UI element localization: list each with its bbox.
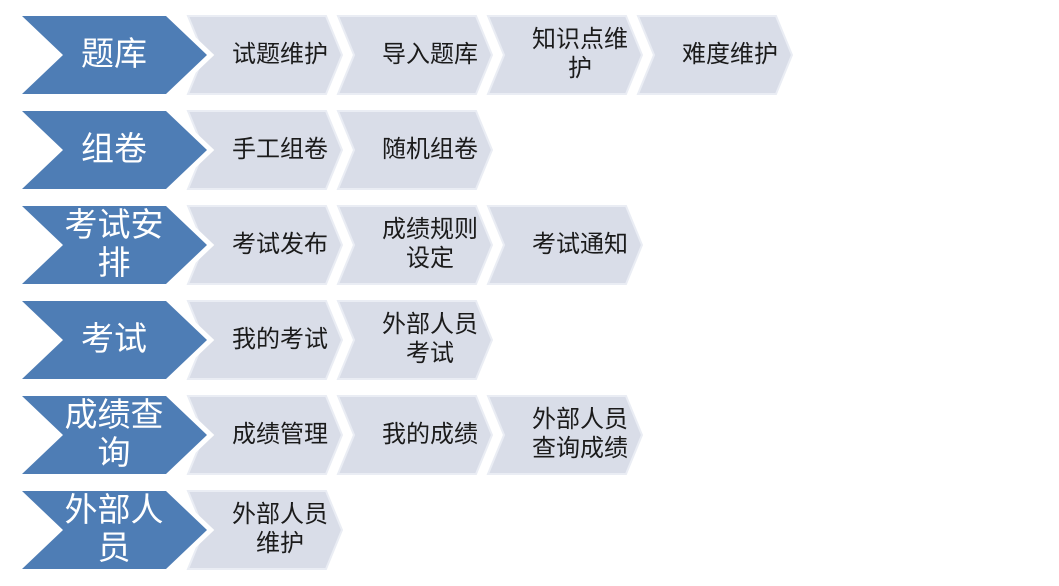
stage-chevron: [22, 111, 207, 189]
step-label: 外部人员查询成绩: [532, 407, 628, 462]
step-label: 手工组卷: [232, 136, 328, 163]
stage-label: 考试: [81, 322, 147, 358]
stage-chevron: [22, 301, 207, 379]
step-label: 外部人员维护: [232, 502, 328, 557]
stage-label: 外部人员: [64, 493, 164, 567]
stage-label: 考试安排: [64, 208, 164, 282]
step-chevron: [336, 205, 494, 285]
step-label: 试题维护: [232, 41, 328, 68]
step-chevron: [486, 395, 644, 475]
row-shapes: [9, 106, 498, 194]
stage-chevron: [22, 491, 207, 569]
process-row-exam-arrangement: 考试安排 考试发布 成绩规则设定 考试通知: [0, 201, 1059, 289]
step-chevron: [336, 15, 494, 95]
step-chevron: [486, 205, 644, 285]
stage-chevron: [22, 206, 207, 284]
step-chevron: [336, 300, 494, 380]
step-label: 导入题库: [382, 41, 478, 68]
step-chevron: [336, 395, 494, 475]
step-label: 成绩管理: [232, 421, 328, 448]
step-chevron: [486, 15, 644, 95]
process-row-score-query: 成绩查询 成绩管理 我的成绩 外部人员查询成绩: [0, 391, 1059, 479]
stage-label: 组卷: [81, 132, 147, 168]
step-label: 我的成绩: [382, 421, 478, 448]
step-label: 考试发布: [232, 231, 328, 258]
step-label: 外部人员考试: [382, 312, 478, 367]
row-shapes: [9, 201, 648, 289]
stage-chevron: [22, 396, 207, 474]
step-chevron: [336, 110, 494, 190]
step-label: 我的考试: [232, 326, 328, 353]
stage-chevron: [22, 16, 207, 94]
row-shapes: [9, 11, 798, 99]
row-shapes: [9, 296, 498, 384]
step-label: 难度维护: [682, 41, 778, 68]
process-row-external-person: 外部人员 外部人员维护: [0, 486, 1059, 574]
step-label: 成绩规则设定: [382, 217, 478, 272]
process-row-paper-assembly: 组卷 手工组卷 随机组卷: [0, 106, 1059, 194]
step-label: 考试通知: [532, 231, 628, 258]
step-label: 随机组卷: [382, 136, 478, 163]
row-shapes: [9, 486, 348, 574]
stage-label: 成绩查询: [64, 398, 164, 472]
row-shapes: [9, 391, 648, 479]
step-chevron: [636, 15, 794, 95]
step-label: 知识点维护: [532, 27, 628, 82]
process-row-question-bank: 题库 试题维护 导入题库 知识点维护 难度维护: [0, 11, 1059, 99]
process-row-exam: 考试 我的考试 外部人员考试: [0, 296, 1059, 384]
stage-label: 题库: [81, 37, 147, 73]
